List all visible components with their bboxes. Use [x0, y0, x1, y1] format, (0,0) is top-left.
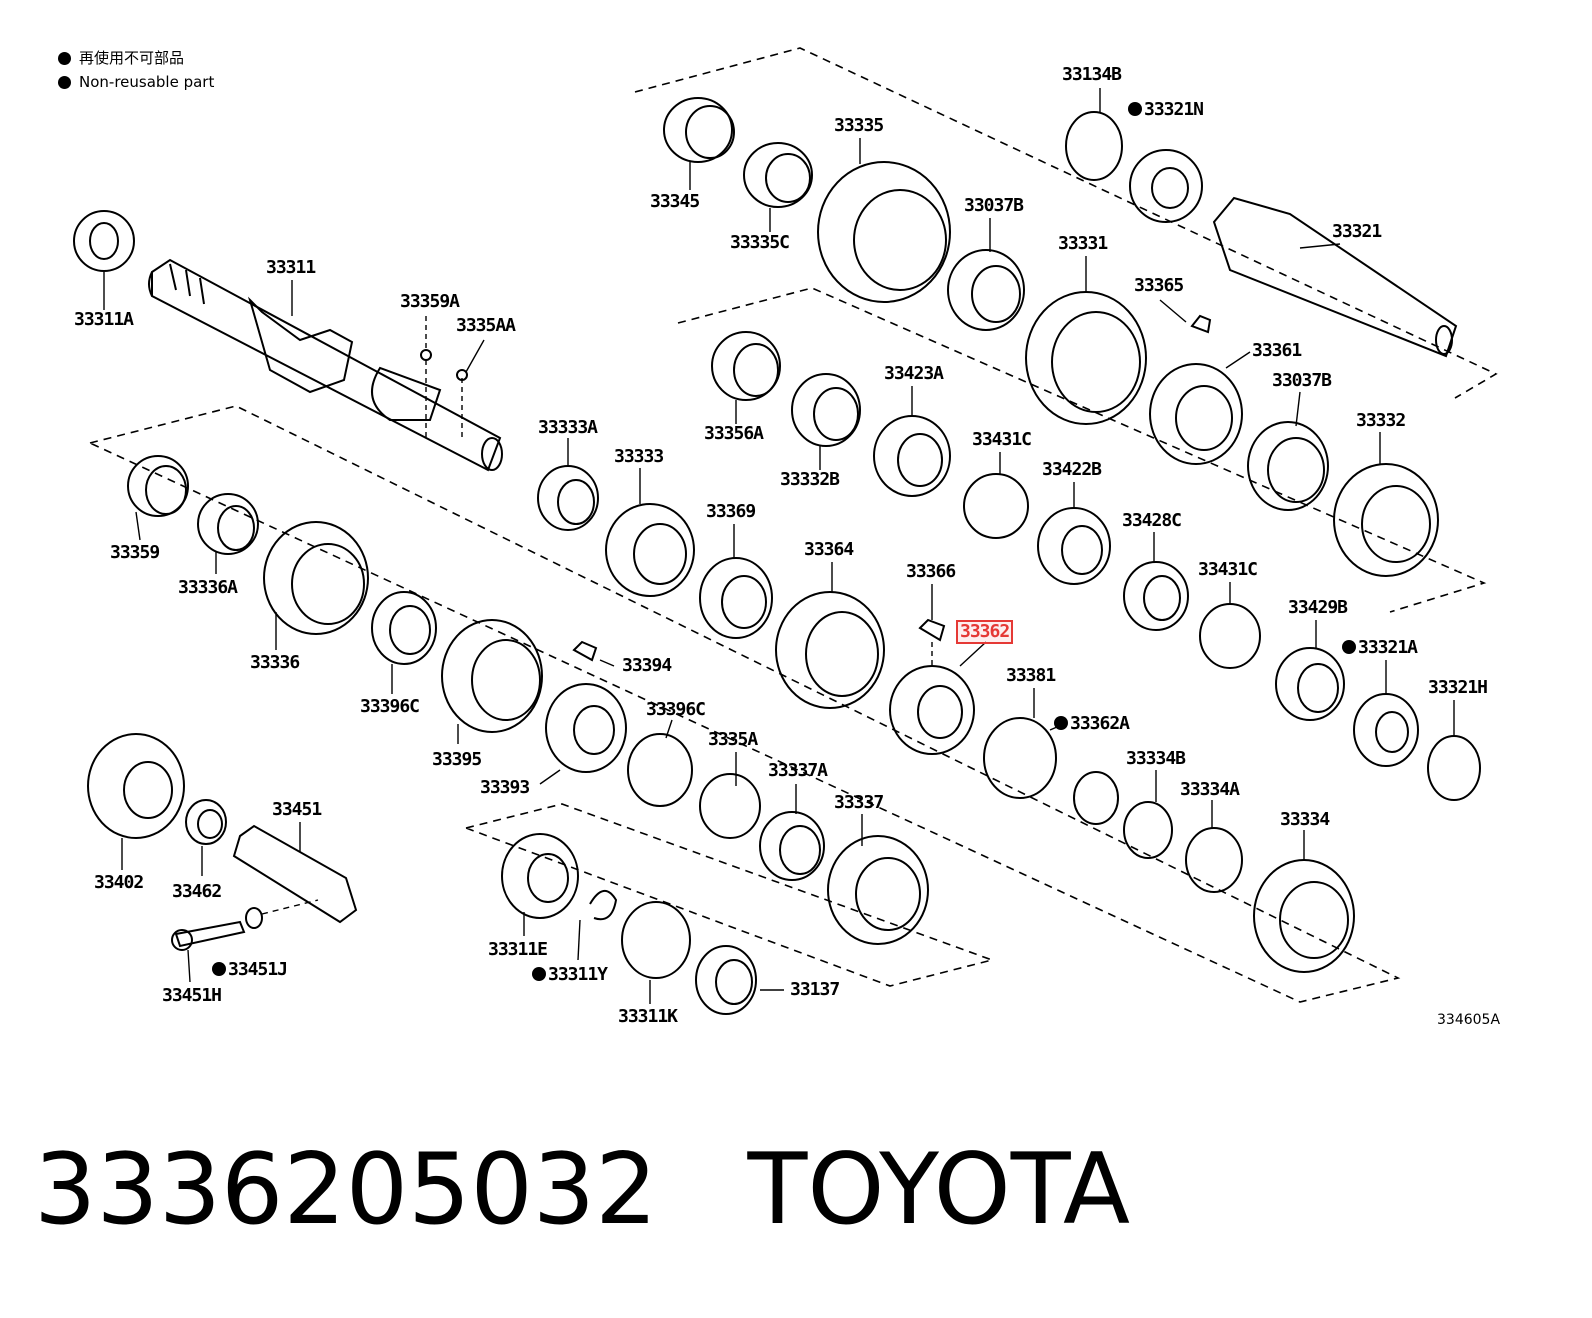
ball-33359A	[420, 349, 432, 361]
part-label[interactable]: 33321A	[1342, 638, 1418, 658]
part-label[interactable]: 33331	[1058, 233, 1108, 254]
part-label[interactable]: 33333A	[538, 417, 598, 438]
part-label[interactable]: 33335C	[730, 232, 790, 253]
shaft-33451	[232, 824, 358, 924]
non-reusable-bullet-icon	[58, 75, 71, 89]
bolt-33451H	[174, 920, 246, 948]
part-label[interactable]: 33431C	[1198, 559, 1258, 580]
part-label[interactable]: 33429B	[1288, 597, 1348, 618]
leader-lines	[103, 88, 1455, 1004]
part-label[interactable]: 33431C	[972, 429, 1032, 450]
group-boundary-bottom	[465, 803, 995, 987]
part-label[interactable]: 33365	[1134, 275, 1184, 296]
part-label[interactable]: 33395	[432, 749, 482, 770]
part-label[interactable]: 33394	[622, 655, 672, 676]
part-label[interactable]: 33359	[110, 542, 160, 563]
non-reusable-bullet-icon	[1128, 102, 1142, 116]
middle-row-parts	[711, 331, 1481, 801]
part-label[interactable]: 33428C	[1122, 510, 1182, 531]
part-label[interactable]: 33361	[1252, 340, 1302, 361]
part-label-highlighted[interactable]: 33362	[955, 620, 1014, 644]
non-reusable-bullet-icon	[1342, 640, 1356, 654]
part-label[interactable]: 33332	[1356, 410, 1406, 431]
part-label[interactable]: 33451J	[212, 960, 288, 980]
part-label[interactable]: 33462	[172, 881, 222, 902]
part-label[interactable]: 33336	[250, 652, 300, 673]
bottom-group-parts	[501, 833, 757, 1015]
top-row-parts	[663, 97, 1439, 577]
brand-caption: TOYOTA	[747, 1133, 1131, 1247]
part-label[interactable]: 33321H	[1428, 677, 1488, 698]
part-label[interactable]: 33393	[480, 777, 530, 798]
part-label[interactable]: 33333	[614, 446, 664, 467]
group-boundaries	[89, 47, 1498, 1003]
part-label[interactable]: 33332B	[780, 469, 840, 490]
non-reusable-bullet-icon	[212, 962, 226, 976]
legend-row-japanese: 再使用不可部品	[58, 46, 214, 70]
bearing-33311A-inner	[89, 222, 119, 260]
part-label[interactable]: 33335	[834, 115, 884, 136]
part-label[interactable]: 33345	[650, 191, 700, 212]
group-boundary-left	[89, 405, 1401, 1003]
part-label[interactable]: 33422B	[1042, 459, 1102, 480]
part-label[interactable]: 33381	[1006, 665, 1056, 686]
part-label[interactable]: 33037B	[1272, 370, 1332, 391]
part-label[interactable]: 33451	[272, 799, 322, 820]
main-shaft-33311	[148, 258, 503, 472]
bearing-33311A	[73, 210, 135, 272]
part-number-caption: 3336205032	[34, 1133, 658, 1247]
part-label[interactable]: 33037B	[964, 195, 1024, 216]
part-label[interactable]: 33137	[790, 979, 840, 1000]
bottom-left-parts	[87, 733, 358, 951]
part-label[interactable]: 33451H	[162, 985, 222, 1006]
snap-ring-33311Y	[589, 890, 618, 921]
part-label[interactable]: 33311K	[618, 1006, 678, 1027]
part-label[interactable]: 33396C	[360, 696, 420, 717]
legend: 再使用不可部品 Non-reusable part	[58, 46, 214, 94]
legend-row-english: Non-reusable part	[58, 70, 214, 94]
part-label[interactable]: 33396C	[646, 699, 706, 720]
part-label[interactable]: 33356A	[704, 423, 764, 444]
part-label[interactable]: 33134B	[1062, 64, 1122, 85]
part-label[interactable]: 3335AA	[456, 315, 516, 336]
part-label[interactable]: 33334B	[1126, 748, 1186, 769]
group-boundary-top	[634, 47, 1498, 399]
part-label[interactable]: 33311A	[74, 309, 134, 330]
part-label[interactable]: 33336A	[178, 577, 238, 598]
part-label[interactable]: 33364	[804, 539, 854, 560]
part-label[interactable]: 33359A	[400, 291, 460, 312]
washer-33451J	[245, 907, 263, 929]
group-boundary-middle	[677, 287, 1487, 613]
legend-label-japanese: 再使用不可部品	[79, 49, 185, 67]
shifting-key-33366	[918, 618, 946, 642]
non-reusable-bullet-icon	[532, 967, 546, 981]
left-group-parts	[127, 455, 929, 945]
part-label[interactable]: 33337A	[768, 760, 828, 781]
part-label[interactable]: 33311E	[488, 939, 548, 960]
part-label[interactable]: 33362A	[1054, 714, 1130, 734]
part-label[interactable]: 33334A	[1180, 779, 1240, 800]
part-label[interactable]: 33311Y	[532, 965, 608, 985]
legend-label-english: Non-reusable part	[79, 73, 215, 91]
counter-shaft-33321	[1212, 196, 1458, 358]
part-label[interactable]: 33321	[1332, 221, 1382, 242]
part-label[interactable]: 33337	[834, 792, 884, 813]
exploded-parts-diagram	[73, 47, 1498, 1015]
part-label[interactable]: 33311	[266, 257, 316, 278]
shifting-key-33394	[572, 640, 598, 662]
non-reusable-bullet-icon	[1054, 716, 1068, 730]
non-reusable-bullet-icon	[58, 51, 71, 65]
part-label[interactable]: 33402	[94, 872, 144, 893]
part-label[interactable]: 33366	[906, 561, 956, 582]
caption: 3336205032 TOYOTA	[34, 1140, 1130, 1240]
part-label[interactable]: 33334	[1280, 809, 1330, 830]
figure-code: 334605A	[1437, 1012, 1501, 1028]
part-label[interactable]: 33423A	[884, 363, 944, 384]
part-label[interactable]: 3335A	[708, 729, 758, 750]
part-label[interactable]: 33321N	[1128, 100, 1204, 120]
part-label[interactable]: 33369	[706, 501, 756, 522]
